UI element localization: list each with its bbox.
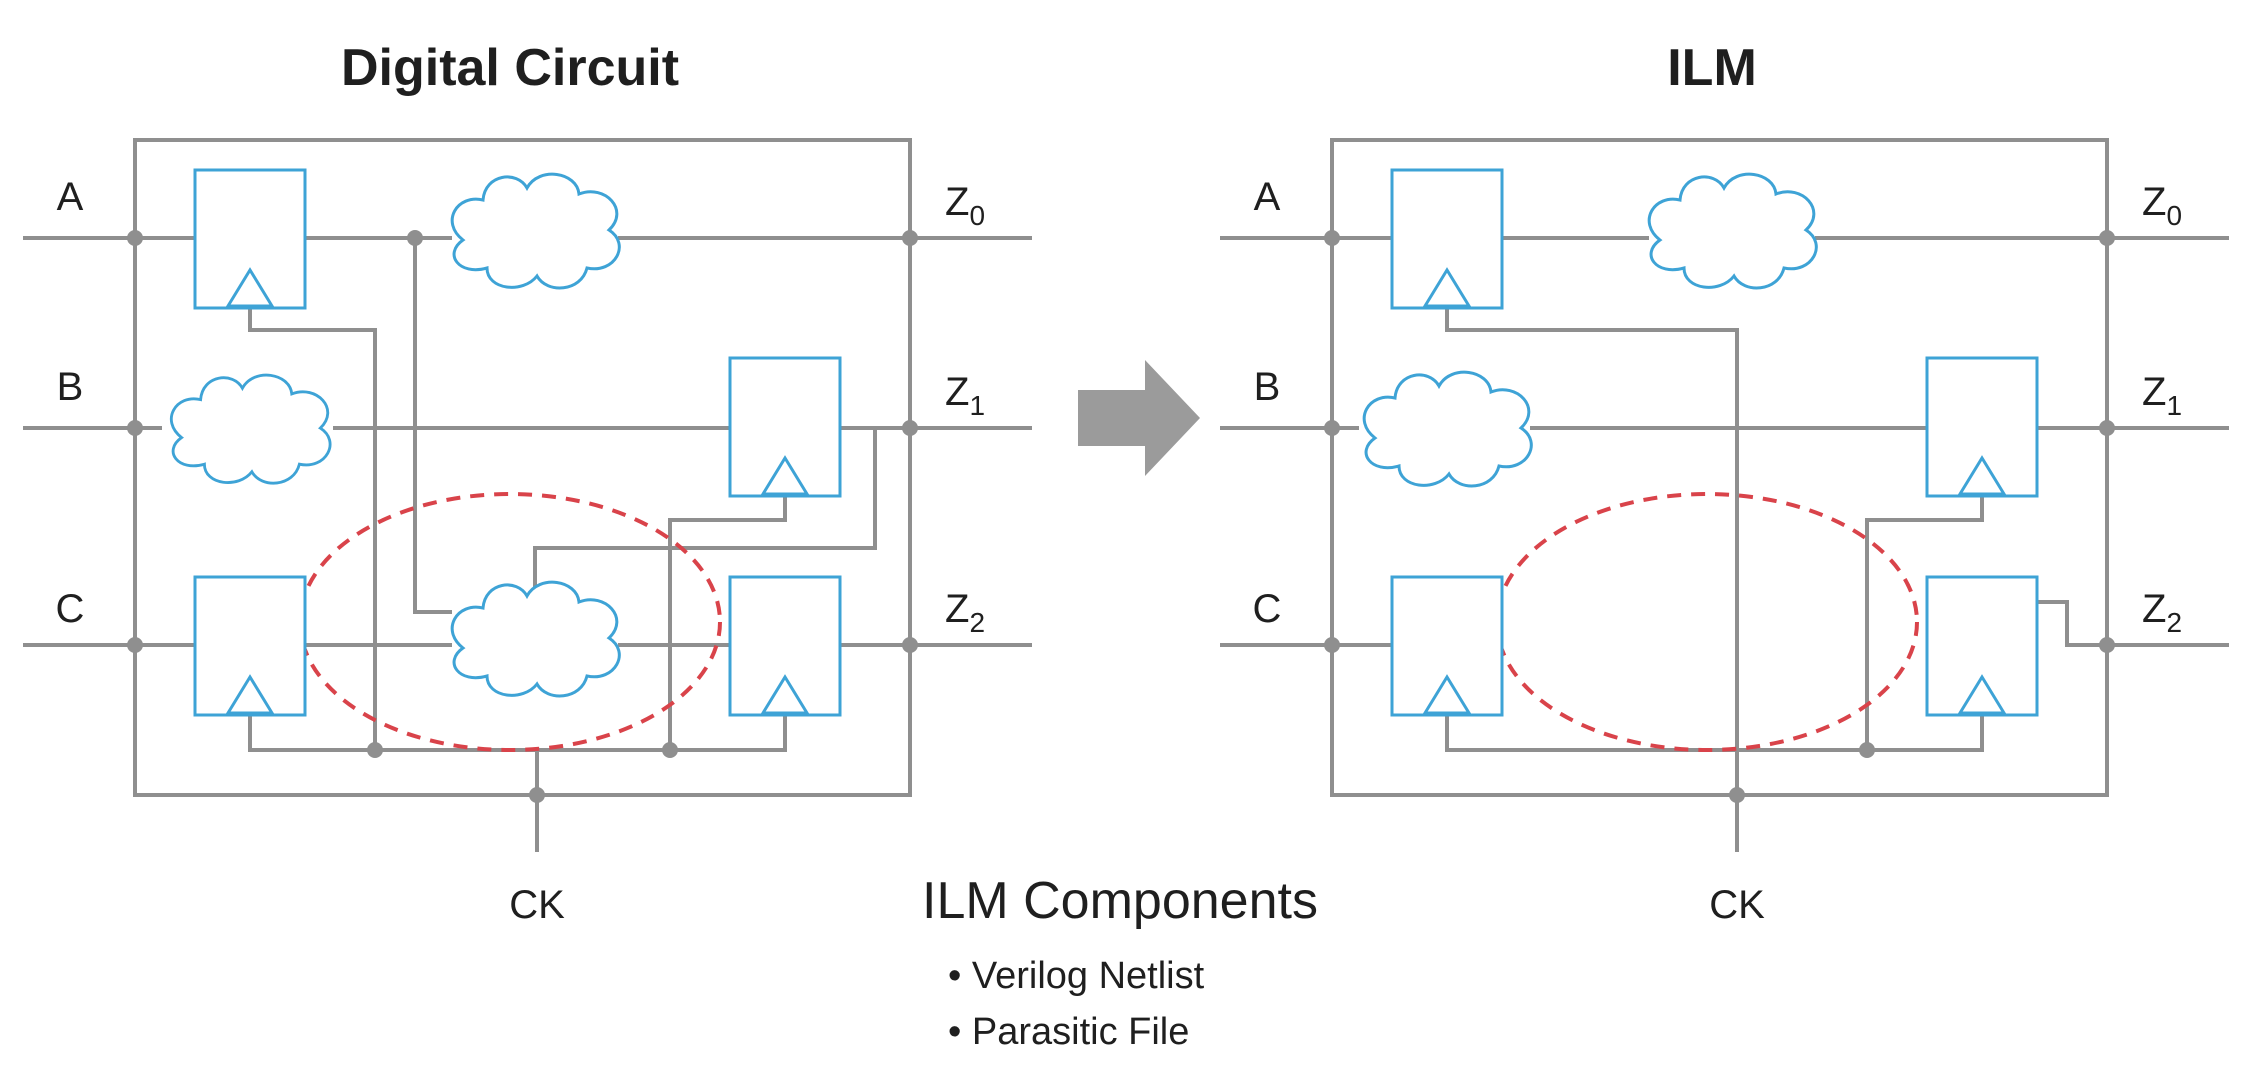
- clock-triangle-icon: [1957, 674, 2007, 715]
- clock-label: CK: [1709, 883, 1765, 927]
- net-clk-ff1: [1445, 298, 1739, 797]
- flip-flop-d: [1925, 575, 2039, 717]
- input-label-a: A: [1254, 175, 1281, 219]
- flip-flop-c: [1390, 575, 1504, 717]
- digital-circuit-panel: Digital Circuit: [23, 39, 1032, 927]
- ilm-panel: ILM: [1220, 39, 2229, 927]
- logic-cloud-icon: [1647, 172, 1818, 290]
- output-label-z1: Z1: [945, 370, 985, 421]
- output-label-z1: Z1: [2142, 370, 2182, 421]
- flip-flop-a: [1390, 168, 1504, 310]
- clock-triangle-icon: [1957, 455, 2007, 496]
- input-label-b: B: [57, 365, 84, 409]
- ilm-components-heading: ILM Components: [922, 872, 1318, 930]
- net-clk-ff2: [1865, 476, 1984, 752]
- output-label-z0: Z0: [2142, 180, 2182, 231]
- clock-triangle-icon: [760, 674, 810, 715]
- block-boundary: [1330, 138, 2109, 797]
- clock-triangle-icon: [1422, 674, 1472, 715]
- input-label-c: C: [56, 587, 85, 631]
- junction-dots: [127, 230, 918, 803]
- ilm-components-list: ILM Components • Verilog Netlist • Paras…: [922, 872, 1318, 1053]
- net-a-branch: [413, 236, 452, 614]
- component-item: • Verilog Netlist: [948, 955, 1205, 997]
- ilm-title: ILM: [1667, 39, 1757, 97]
- clock-triangle-icon: [760, 455, 810, 496]
- logic-cloud-icon: [1362, 370, 1533, 488]
- clock-label: CK: [509, 883, 565, 927]
- flip-flop-a: [193, 168, 307, 310]
- clock-triangle-icon: [225, 674, 275, 715]
- junction-dots: [1324, 230, 2115, 803]
- internal-logic-boundary: [1495, 492, 1919, 752]
- component-item: • Parasitic File: [948, 1011, 1189, 1053]
- flip-flop-b: [1925, 356, 2039, 498]
- input-label-c: C: [1253, 587, 1282, 631]
- flip-flop-b: [728, 356, 842, 498]
- input-label-a: A: [57, 175, 84, 219]
- net-z2-out: [2035, 600, 2229, 647]
- transform-arrow-icon: [1078, 360, 1200, 476]
- logic-cloud-icon: [169, 373, 332, 485]
- net-clk-ff2: [668, 476, 787, 752]
- flip-flop-d: [728, 575, 842, 717]
- clock-tree: [1445, 710, 1984, 752]
- clock-triangle-icon: [1422, 267, 1472, 308]
- clock-tree: [248, 710, 787, 752]
- output-label-z2: Z2: [2142, 587, 2182, 638]
- logic-cloud-icon: [450, 172, 621, 290]
- flip-flop-c: [193, 575, 307, 717]
- net-z1-feedback: [533, 426, 877, 592]
- output-label-z2: Z2: [945, 587, 985, 638]
- digital-circuit-title: Digital Circuit: [341, 39, 679, 97]
- block-boundary: [133, 138, 912, 797]
- logic-cloud-icon: [450, 580, 621, 698]
- input-label-b: B: [1254, 365, 1281, 409]
- clock-triangle-icon: [225, 267, 275, 308]
- output-label-z0: Z0: [945, 180, 985, 231]
- net-clk-ff1: [248, 298, 377, 752]
